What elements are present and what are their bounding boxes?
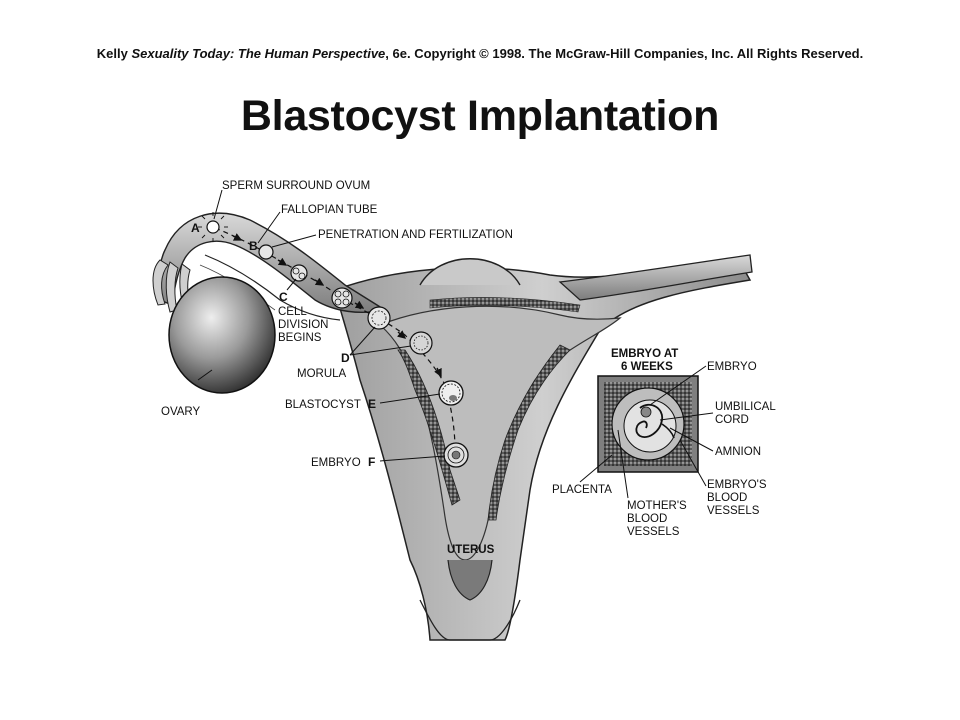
inset-title-line1: EMBRYO AT — [611, 348, 678, 360]
label-penetration-fertilization: PENETRATION AND FERTILIZATION — [318, 229, 513, 241]
stage-letter-d: D — [341, 351, 350, 365]
inset-title-line2: 6 WEEKS — [621, 361, 673, 373]
endometrial-lining-left — [397, 349, 461, 506]
endometrial-lining-top — [429, 297, 581, 313]
embryo-6-weeks-inset — [597, 375, 699, 473]
label-leader-lines — [197, 189, 714, 499]
fallopian-tube-right — [558, 254, 753, 301]
ovarian-ligament — [204, 254, 341, 321]
label-sperm-surround-ovum: SPERM SURROUND OVUM — [222, 180, 370, 192]
label-embryo: EMBRYO — [311, 457, 361, 469]
label-mothers-vessels-line2: BLOOD — [627, 513, 667, 525]
page-title: Blastocyst Implantation — [240, 92, 720, 140]
label-embryos-vessels-line1: EMBRYO'S — [707, 479, 767, 491]
stage-f-embryo-implanted — [443, 442, 469, 468]
label-embryos-vessels-line2: BLOOD — [707, 492, 747, 504]
label-mothers-vessels-line3: VESSELS — [627, 526, 680, 538]
label-umbilical-line2: CORD — [715, 414, 749, 426]
stage-four-cell — [331, 287, 353, 309]
stage-c-two-cell — [290, 264, 308, 282]
copyright-credit: Kelly Sexuality Today: The Human Perspec… — [0, 46, 960, 61]
vagina — [419, 599, 521, 641]
label-mothers-vessels-line1: MOTHER'S — [627, 500, 687, 512]
label-inset-embryo: EMBRYO — [707, 361, 757, 373]
credit-rest: , 6e. Copyright © 1998. The McGraw-Hill … — [385, 46, 864, 61]
stage-letter-c: C — [279, 290, 288, 304]
label-ovary: OVARY — [161, 406, 201, 418]
label-embryos-vessels-line3: VESSELS — [707, 505, 760, 517]
label-blastocyst: BLASTOCYST — [285, 399, 361, 411]
label-amnion: AMNION — [715, 446, 761, 458]
stage-b-fertilized-ovum — [258, 244, 274, 260]
stage-letter-b: B — [249, 239, 258, 253]
label-cell-division-line2: DIVISION — [278, 319, 328, 331]
endometrial-lining-right — [487, 344, 571, 521]
ovary — [168, 276, 276, 394]
label-morula: MORULA — [297, 368, 347, 380]
label-cell-division-line3: BEGINS — [278, 332, 322, 344]
path-arrows — [232, 233, 442, 378]
stage-letter-f: F — [368, 455, 375, 469]
stage-a-ovum-with-sperm — [198, 212, 228, 242]
label-fallopian-tube: FALLOPIAN TUBE — [281, 204, 378, 216]
stage-letter-e: E — [368, 397, 376, 411]
uterus-fundus — [419, 258, 521, 286]
label-uterus: UTERUS — [447, 544, 495, 556]
stage-e-blastocyst — [438, 380, 464, 406]
stage-d-morula — [409, 331, 433, 355]
label-cell-division-line1: CELL — [278, 306, 307, 318]
label-placenta: PLACENTA — [552, 484, 612, 496]
stage-multi-cell — [367, 306, 391, 330]
cervix — [447, 559, 493, 601]
label-umbilical-line1: UMBILICAL — [715, 401, 776, 413]
stage-letter-a: A — [191, 221, 200, 235]
credit-book-title: Sexuality Today: The Human Perspective — [131, 46, 386, 61]
credit-author: Kelly — [96, 46, 128, 61]
